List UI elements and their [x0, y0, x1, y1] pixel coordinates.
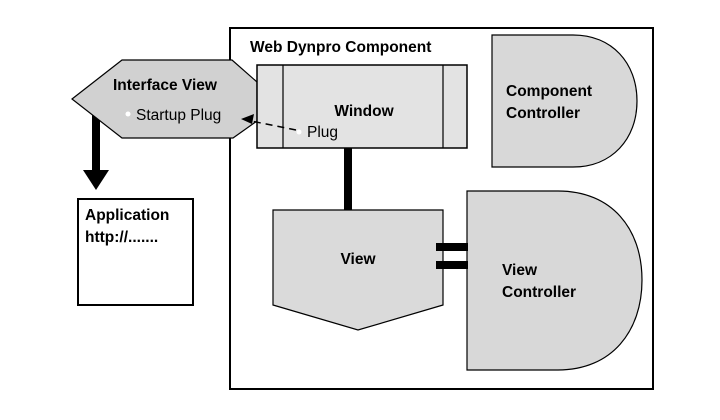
window-label: Window [334, 103, 394, 120]
interface-view-label: Interface View [113, 77, 218, 94]
view-controller-label-line2: Controller [502, 284, 576, 301]
plug-dashed-arrow-icon [241, 114, 297, 131]
view-shape [272, 209, 444, 331]
startup-arrow-shaft [92, 110, 100, 172]
startup-arrow-head [83, 170, 109, 190]
plug-label: Plug [307, 124, 338, 141]
view-controller-shape [466, 190, 643, 371]
component-controller-label-line2: Controller [506, 105, 580, 122]
component-controller-label-line1: Component [506, 83, 592, 100]
plug-dashed-arrow-head [241, 114, 254, 124]
application-box [77, 198, 194, 306]
window-shape [256, 64, 468, 149]
connector-bar-top [436, 243, 468, 251]
startup-plug-label: Startup Plug [136, 107, 221, 124]
diagram-title: Web Dynpro Component [250, 39, 431, 56]
plug-bullet-icon [296, 129, 302, 135]
window-rect [256, 64, 468, 149]
application-label-line2: http://....... [85, 229, 158, 246]
component-controller-shape [491, 34, 638, 168]
view-label: View [340, 251, 376, 268]
view-controller-connector-bars [436, 243, 468, 269]
application-label-line1: Application [85, 207, 169, 224]
connector-bar-bottom [436, 261, 468, 269]
window-view-connector [344, 148, 352, 212]
view-controller-label-line1: View [502, 262, 538, 279]
plug-dashed-line [250, 120, 297, 131]
startup-arrow-down-icon [83, 110, 109, 190]
startup-plug-bullet-icon [125, 111, 131, 117]
